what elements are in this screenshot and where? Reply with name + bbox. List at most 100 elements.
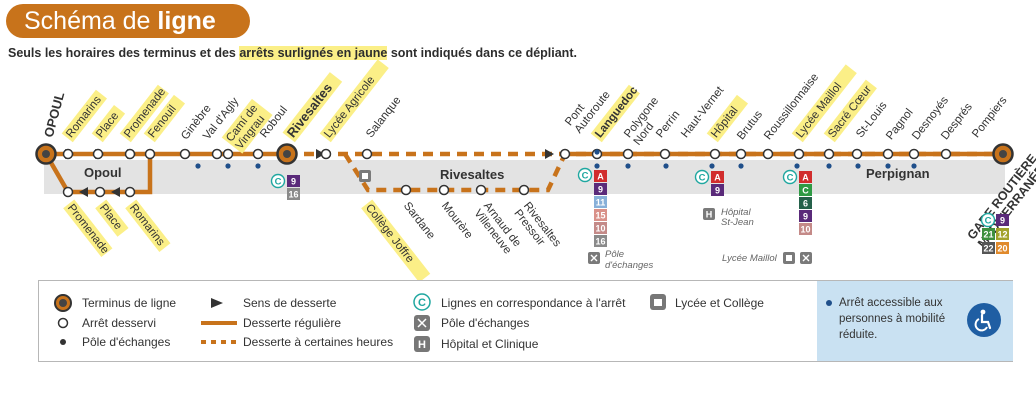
stop-east-5 bbox=[709, 148, 721, 160]
badge-maillol-2-label: 6 bbox=[803, 199, 808, 209]
badge-languedoc-0 bbox=[594, 170, 607, 182]
pole-dot-icon bbox=[60, 339, 66, 345]
badge-maillol-4-label: 10 bbox=[800, 225, 810, 235]
badge-gare-4-label: 20 bbox=[997, 244, 1007, 254]
pole-dot-1 bbox=[225, 163, 231, 169]
label-place-down-highlight bbox=[95, 199, 129, 237]
label-rivesaltes-highlight bbox=[282, 72, 343, 143]
line-loop-south bbox=[44, 152, 153, 195]
badge-gare-0-label: 9 bbox=[1000, 216, 1005, 226]
legend-lycee: Lycée et Collège bbox=[675, 296, 764, 310]
legend-sens: Sens de desserte bbox=[243, 296, 337, 310]
label-perrin-text: Perrin bbox=[654, 109, 682, 141]
label-romarins-down: Romarins bbox=[125, 199, 171, 252]
label-pagnol-text: Pagnol bbox=[884, 107, 916, 143]
label-salanque-text: Salanque bbox=[364, 95, 403, 141]
label-sacre-coeur-highlight bbox=[823, 79, 877, 143]
badge-maillol-3-label: 9 bbox=[803, 212, 808, 222]
label-salanque: Salanque bbox=[364, 95, 403, 141]
hospital-icon-map-glyph: H bbox=[706, 210, 713, 220]
stop-loop-2 bbox=[124, 186, 136, 198]
pole-dot-4 bbox=[625, 163, 631, 169]
pole-dot-8 bbox=[794, 163, 800, 169]
label-promenade-up-highlight bbox=[119, 84, 169, 143]
badge-maillol-2 bbox=[799, 197, 812, 209]
label-lycee-maillol-highlight bbox=[791, 64, 857, 143]
label-mouree-text: Mourère bbox=[439, 200, 475, 241]
legend-pole: Pôle d'échanges bbox=[82, 335, 171, 349]
direction-arrow-icon bbox=[211, 298, 223, 308]
corr-rivesaltes-letter: C bbox=[275, 177, 282, 188]
label-place-up-highlight bbox=[91, 105, 126, 143]
stop-east-4 bbox=[659, 148, 671, 160]
terminus-rivesaltes-core bbox=[283, 150, 291, 158]
zone-opoul: Opoul bbox=[84, 165, 122, 180]
legend-pole-icon: Pôle d'échanges bbox=[441, 316, 530, 330]
label-romarins-up-highlight bbox=[61, 89, 107, 143]
legend-terminus: Terminus de ligne bbox=[82, 296, 177, 310]
label-cami-highlight bbox=[221, 98, 273, 154]
corr-maillol bbox=[782, 169, 798, 185]
badge-maillol-1 bbox=[799, 184, 812, 196]
badge-hopital-0-label: A bbox=[714, 173, 721, 183]
stop-east-11 bbox=[882, 148, 894, 160]
subtitle-highlight: arrêts surlignés en jaune bbox=[239, 46, 388, 60]
label-hopital-highlight bbox=[706, 94, 749, 143]
label-promenade-down-highlight bbox=[63, 199, 113, 258]
badge-languedoc-4-label: 10 bbox=[595, 224, 605, 234]
badge-maillol-0 bbox=[799, 171, 812, 183]
stop-west-3 bbox=[144, 148, 156, 160]
pole-echanges-icon-map-glyph bbox=[590, 254, 598, 262]
stop-west-5 bbox=[211, 148, 223, 160]
badge-gare-3 bbox=[982, 242, 995, 254]
stop-east-7 bbox=[762, 148, 774, 160]
legend-reguliere: Desserte régulière bbox=[243, 316, 342, 330]
terminus-opoul-core bbox=[42, 150, 50, 158]
badge-languedoc-3-label: 15 bbox=[595, 211, 605, 221]
badge-languedoc-5 bbox=[594, 235, 607, 247]
badge-hopital-1 bbox=[711, 184, 724, 196]
hospital-icon-map bbox=[703, 208, 715, 220]
corr-gare-letter: C bbox=[985, 216, 992, 227]
annot-hopital-2: St-Jean bbox=[721, 217, 754, 228]
subtitle-start: Seuls les horaires des terminus et des bbox=[8, 46, 240, 60]
corr-languedoc bbox=[577, 167, 593, 183]
stop-east-13 bbox=[940, 148, 952, 160]
pole-dot-3 bbox=[594, 163, 600, 169]
stop-branch-3 bbox=[518, 184, 530, 196]
annot-maillol: Lycée Maillol bbox=[722, 253, 778, 264]
badge-languedoc-3 bbox=[594, 209, 607, 221]
badge-gare-0 bbox=[996, 214, 1009, 226]
stop-loop-1 bbox=[94, 186, 106, 198]
badge-languedoc-2-label: 11 bbox=[596, 198, 606, 208]
badge-languedoc-1 bbox=[594, 183, 607, 195]
stop-east-3 bbox=[622, 148, 634, 160]
stop-east-10 bbox=[851, 148, 863, 160]
pole-dot-languedoc bbox=[594, 149, 600, 155]
hospital-h: H bbox=[418, 339, 426, 351]
arrow-4 bbox=[79, 187, 88, 197]
label-romarins-down-highlight bbox=[125, 199, 171, 252]
pole-dot-11 bbox=[885, 163, 891, 169]
legend-certaines: Desserte à certaines heures bbox=[243, 335, 394, 349]
pole-icon-maillol-glyph bbox=[802, 254, 810, 262]
pole-dot-0 bbox=[195, 163, 201, 169]
stop-branch-2 bbox=[475, 184, 487, 196]
pole-dot-12 bbox=[911, 163, 917, 169]
pole-dot-10 bbox=[855, 163, 861, 169]
pole-dot-7 bbox=[738, 163, 744, 169]
stop-east-6 bbox=[735, 148, 747, 160]
badge-languedoc-2 bbox=[594, 196, 607, 208]
stop-west-2 bbox=[124, 148, 136, 160]
badge-gare-4 bbox=[996, 242, 1009, 254]
badge-gare-3-label: 22 bbox=[983, 244, 993, 254]
stop-west-0 bbox=[62, 148, 74, 160]
label-languedoc-highlight bbox=[590, 84, 640, 143]
badge-languedoc-5-label: 16 bbox=[595, 237, 605, 247]
title-light: Schéma de bbox=[24, 7, 158, 35]
zone-perpignan: Perpignan bbox=[866, 166, 930, 181]
label-sardane: Sardane bbox=[401, 200, 437, 242]
label-pompiers-text: Pompiers bbox=[970, 94, 1010, 140]
badge-gare-1-label: 21 bbox=[983, 230, 993, 240]
